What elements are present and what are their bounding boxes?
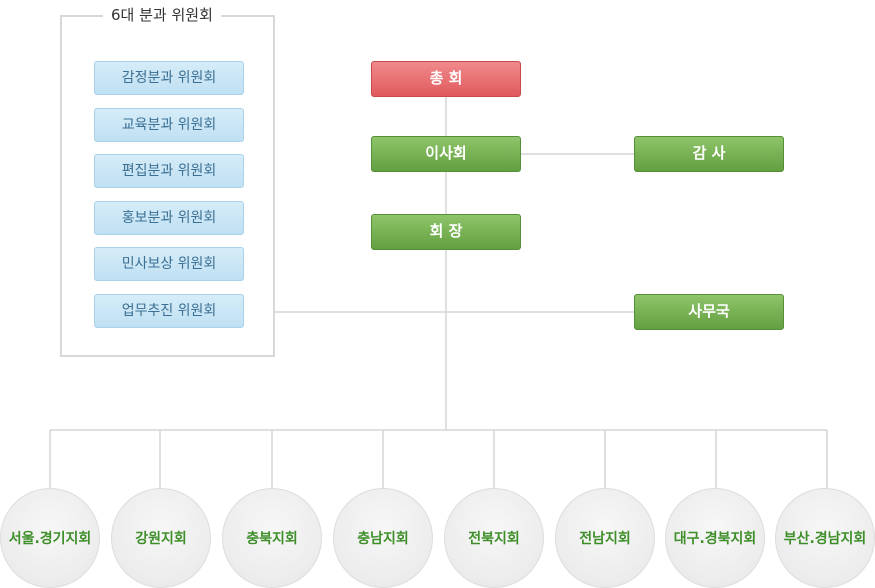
committee-editing-button[interactable]: 편집분과 위원회: [94, 154, 244, 188]
committee-business-promotion-button[interactable]: 업무추진 위원회: [94, 294, 244, 328]
committees-title: 6대 분과 위원회: [103, 4, 221, 26]
branch-jeonnam[interactable]: 전남지회: [555, 488, 655, 588]
committee-appraisal-button[interactable]: 감정분과 위원회: [94, 61, 244, 95]
committee-publicity-button[interactable]: 홍보분과 위원회: [94, 201, 244, 235]
branch-chungbuk[interactable]: 충북지회: [222, 488, 322, 588]
committee-civil-compensation-button[interactable]: 민사보상 위원회: [94, 247, 244, 281]
general-assembly-node[interactable]: 총 회: [371, 61, 521, 97]
branch-gangwon[interactable]: 강원지회: [111, 488, 211, 588]
branch-daegu-gyeongbuk[interactable]: 대구.경북지회: [665, 488, 765, 588]
branch-busan-gyeongnam[interactable]: 부산.경남지회: [775, 488, 875, 588]
chairman-node[interactable]: 회 장: [371, 214, 521, 250]
board-node[interactable]: 이사회: [371, 136, 521, 172]
committee-education-button[interactable]: 교육분과 위원회: [94, 108, 244, 142]
auditor-node[interactable]: 감 사: [634, 136, 784, 172]
secretariat-node[interactable]: 사무국: [634, 294, 784, 330]
branch-chungnam[interactable]: 충남지회: [333, 488, 433, 588]
branch-seoul-gyeonggi[interactable]: 서울.경기지회: [0, 488, 100, 588]
branch-jeonbuk[interactable]: 전북지회: [444, 488, 544, 588]
